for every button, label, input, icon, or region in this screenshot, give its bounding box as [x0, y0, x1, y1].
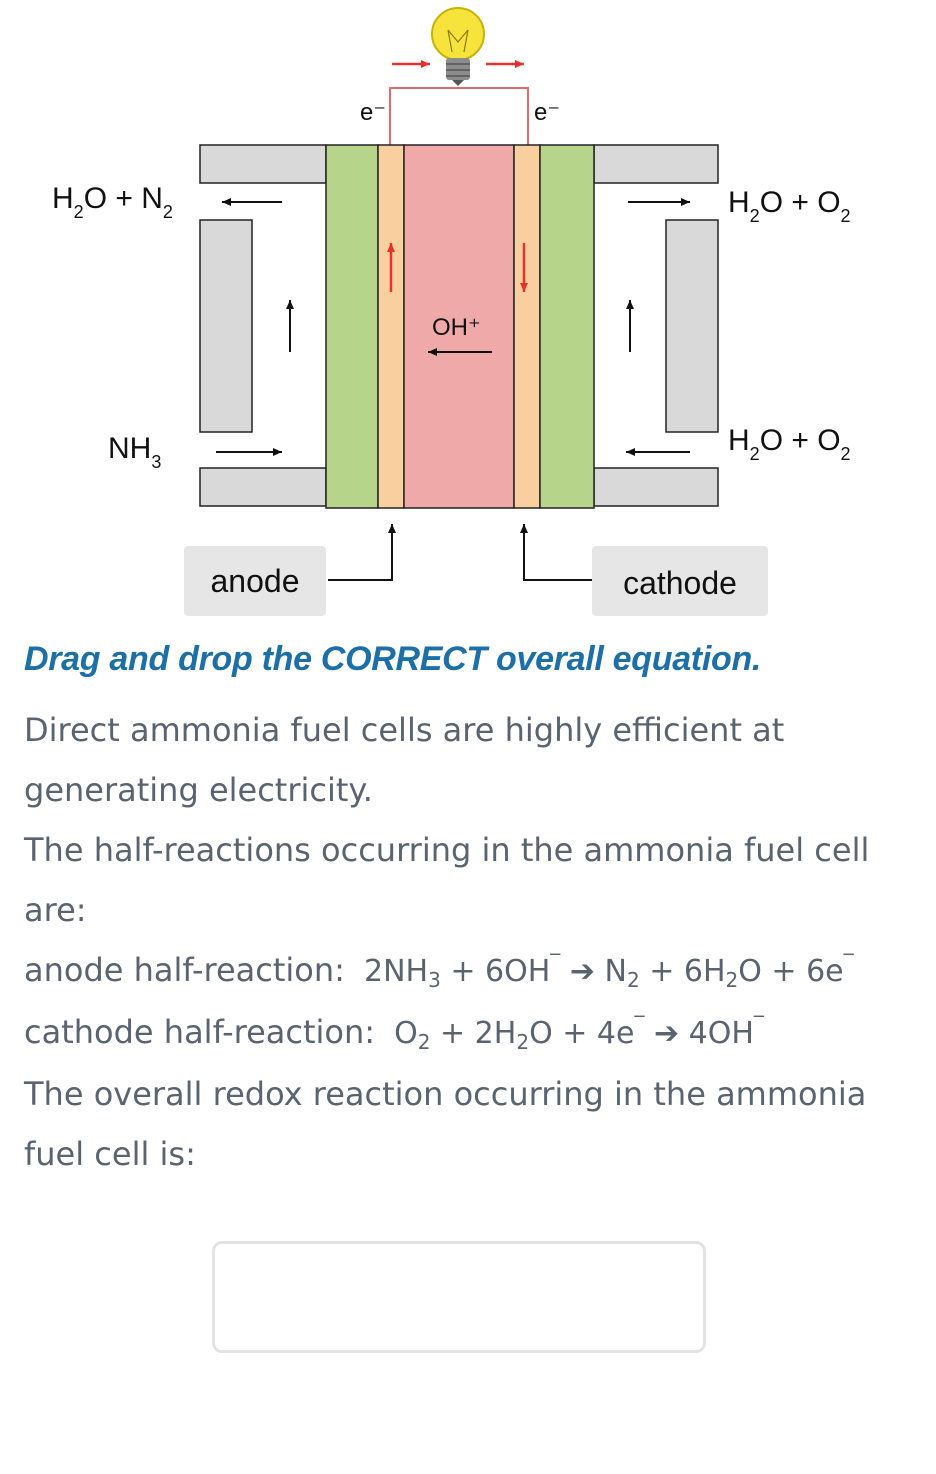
- anode-electrode: [325, 144, 379, 509]
- light-bulb-icon: [431, 7, 485, 86]
- answer-drop-zone[interactable]: [212, 1241, 706, 1353]
- cathode-electrode: [539, 144, 595, 509]
- anode-label-box: [184, 546, 326, 616]
- cathode-catalyst-layer: [513, 144, 541, 509]
- question-instruction: Drag and drop the CORRECT overall equati…: [24, 640, 762, 678]
- anode-half-reaction-label: anode half-reaction:: [24, 951, 345, 989]
- anode-half-reaction-equation: 2NH3 + 6OH‾ ➔ N2 + 6H2O + 6e‾: [344, 950, 854, 992]
- cathode-outlet-formula: H2O + O2: [728, 186, 851, 226]
- anode-outlet-formula: H2O + N2: [52, 182, 173, 222]
- half-reactions-intro: The half-reactions occurring in the ammo…: [24, 831, 870, 929]
- question-intro: Direct ammonia fuel cells are highly eff…: [24, 711, 785, 809]
- cathode-half-reaction-label: cathode half-reaction:: [24, 1013, 376, 1051]
- anode-gas-channel: [199, 144, 327, 507]
- cathode-inlet-formula: H2O + O2: [728, 424, 851, 464]
- electron-label-left: e⁻: [360, 99, 386, 126]
- anode-callout-line: [328, 524, 396, 581]
- question-body: Direct ammonia fuel cells are highly eff…: [24, 700, 919, 1184]
- anode-half-reaction: anode half-reaction: 2NH3 + 6OH‾ ➔ N2 + …: [24, 940, 919, 1002]
- electrolyte-membrane: [403, 144, 515, 509]
- cathode-label: cathode: [623, 565, 737, 601]
- fuel-cell-diagram: e⁻ e⁻ OH⁺ H2O + N2 NH3 H2O + O2 H2O + O2…: [52, 7, 851, 616]
- anode-inlet-formula: NH3: [108, 432, 161, 472]
- anode-catalyst-layer: [377, 144, 405, 509]
- question-outro: The overall redox reaction occurring in …: [24, 1075, 867, 1173]
- cathode-half-reaction: cathode half-reaction: O2 + 2H2O + 4e‾ ➔…: [24, 1002, 919, 1064]
- electron-label-right: e⁻: [534, 99, 560, 126]
- external-circuit-wire: [389, 87, 529, 146]
- cathode-callout-line: [520, 524, 592, 581]
- anode-label: anode: [211, 563, 300, 599]
- ion-label: OH⁺: [432, 314, 481, 341]
- cathode-half-reaction-equation: O2 + 2H2O + 4e‾ ➔ 4OH‾: [375, 1012, 764, 1054]
- cathode-label-box: [592, 546, 768, 616]
